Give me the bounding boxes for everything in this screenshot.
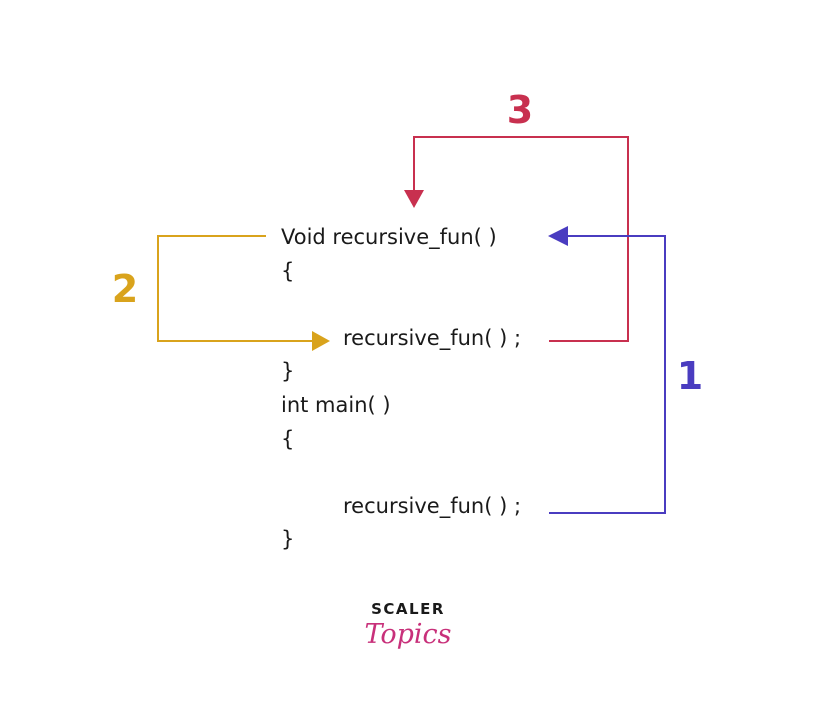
code-line-main-call: recursive_fun( ) ; (343, 494, 521, 519)
code-line-recursive-call: recursive_fun( ) ; (343, 326, 521, 351)
arrow-step-3 (404, 136, 629, 342)
step-label-1: 1 (677, 354, 703, 398)
code-line-main-header: int main( ) (281, 393, 391, 417)
code-line-close-brace-1: } (281, 359, 294, 383)
logo-bottom-text: Topics (364, 619, 451, 650)
logo-top-text: SCALER (371, 600, 445, 618)
code-line-function-header: Void recursive_fun( ) (281, 225, 497, 250)
code-line-close-brace-2: } (281, 527, 294, 551)
scaler-topics-logo: SCALER Topics (364, 600, 451, 650)
arrow-step-2 (157, 235, 330, 351)
code-line-open-brace-2: { (281, 427, 294, 451)
arrow-step-1 (548, 226, 666, 514)
step-label-2: 2 (112, 267, 138, 311)
code-line-open-brace-1: { (281, 259, 294, 283)
step-label-3: 3 (507, 88, 533, 132)
